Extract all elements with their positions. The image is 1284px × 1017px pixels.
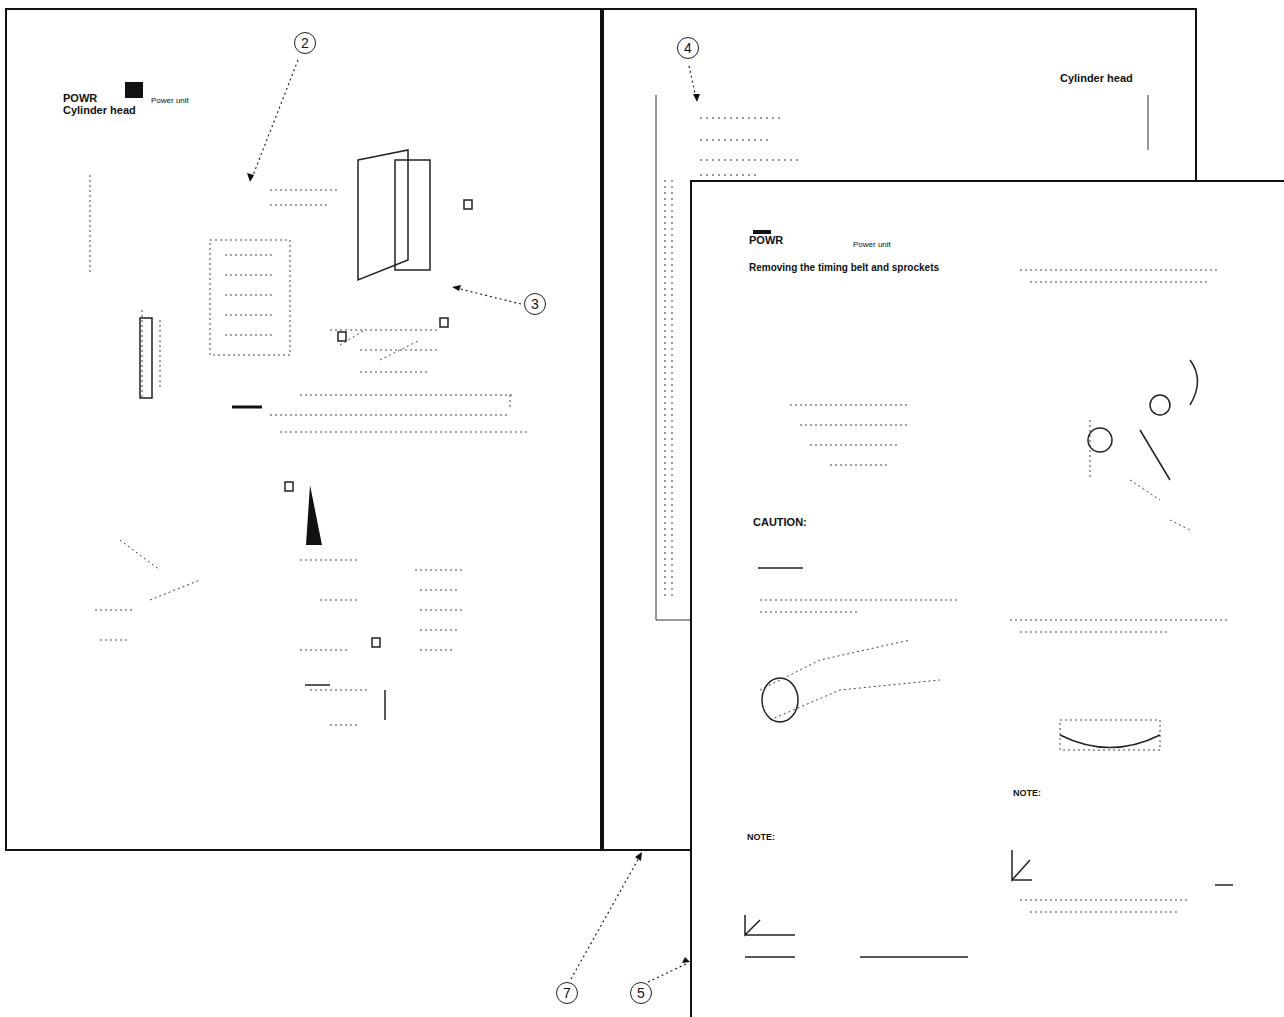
callout-number: 3: [524, 293, 546, 315]
page-heading: NOTE:: [746, 832, 776, 842]
page-heading: CAUTION:: [752, 516, 808, 529]
page-heading: NOTE:: [1012, 788, 1042, 798]
callout-number: 2: [294, 32, 316, 54]
page-heading: Cylinder head: [1059, 72, 1134, 85]
manual-page: POWR Power unitRemoving the timing belt a…: [690, 180, 1284, 1017]
page-heading: Removing the timing belt and sprockets: [748, 262, 950, 274]
manual-page: POWR Power unitCylinder head: [5, 8, 602, 851]
page-text: Power unit: [852, 240, 892, 249]
page-heading: POWR: [62, 92, 98, 105]
page-heading: POWR: [748, 234, 784, 247]
page-heading: Cylinder head: [62, 104, 137, 117]
callout-number: 7: [556, 982, 578, 1004]
page-text: Power unit: [150, 96, 190, 105]
callout-number: 5: [630, 982, 652, 1004]
callout-number: 4: [677, 37, 699, 59]
